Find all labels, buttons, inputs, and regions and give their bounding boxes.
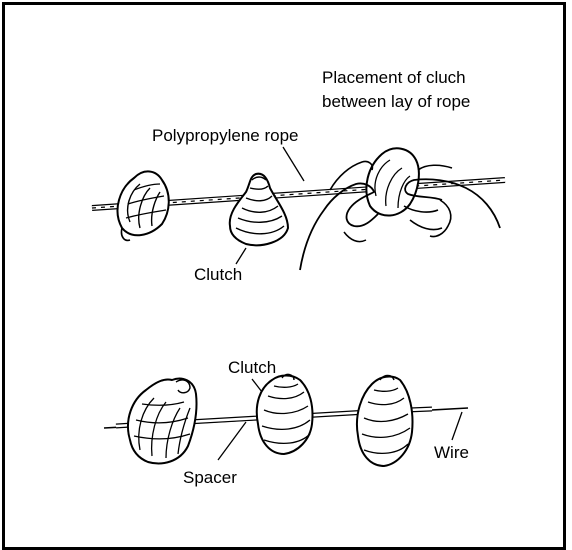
label-spacer: Spacer	[183, 468, 237, 487]
wire-leader-line	[452, 412, 462, 440]
label-wire: Wire	[434, 443, 469, 462]
oyster-shell-left	[118, 171, 169, 240]
rope-leader-line	[283, 147, 304, 181]
label-polypropylene-rope: Polypropylene rope	[152, 126, 298, 145]
label-placement-line-1: Placement of cluch	[322, 68, 466, 87]
oyster-shell-bottom-1	[128, 379, 197, 464]
label-placement-line-2: between lay of rope	[322, 92, 470, 111]
label-clutch-top: Clutch	[194, 265, 242, 284]
oyster-shell-bottom-2	[257, 374, 313, 454]
clutch-cone-center	[230, 174, 288, 246]
label-clutch-bottom: Clutch	[228, 358, 276, 377]
clutch-top-leader-line	[236, 248, 246, 264]
oyster-shell-bottom-3	[357, 376, 413, 467]
clutch-bottom-leader-line	[252, 379, 262, 392]
spacer-leader-line	[218, 422, 246, 460]
